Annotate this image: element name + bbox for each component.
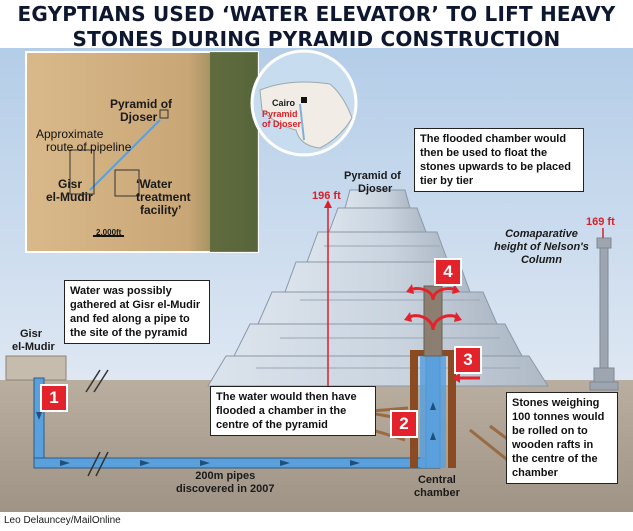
callout-water-gathered: Water was possibly gathered at Gisr el-M…: [64, 280, 210, 344]
footer-strip: [0, 512, 633, 531]
gisr-el-mudir-block: [5, 355, 67, 381]
page-title: EGYPTIANS USED ‘WATER ELEVATOR’ TO LIFT …: [0, 2, 633, 52]
title-line-1: EGYPTIANS USED ‘WATER ELEVATOR’ TO LIFT …: [17, 2, 616, 26]
nelsons-column: [589, 237, 619, 391]
locator-city: Cairo: [272, 98, 296, 108]
title-line-2: STONES DURING PYRAMID CONSTRUCTION: [72, 27, 561, 51]
image-credit: Leo Delauncey/MailOnline: [4, 515, 121, 526]
pyramid-height-label: 196 ft: [312, 190, 341, 202]
callout-flooded-chamber: The flooded chamber would then be used t…: [414, 128, 584, 192]
map-scale: 2,000ft: [96, 228, 122, 237]
callout-water-flooded: The water would then have flooded a cham…: [210, 386, 376, 436]
step-3-badge: 3: [454, 346, 482, 374]
callout-stones: Stones weighing 100 tonnes would be roll…: [506, 392, 618, 484]
column-height-label: 169 ft: [586, 216, 615, 228]
inset-map: [25, 51, 259, 253]
step-4-badge: 4: [434, 258, 462, 286]
locator-globe: [250, 49, 358, 157]
step-2-badge: 2: [390, 410, 418, 438]
step-1-badge: 1: [40, 384, 68, 412]
